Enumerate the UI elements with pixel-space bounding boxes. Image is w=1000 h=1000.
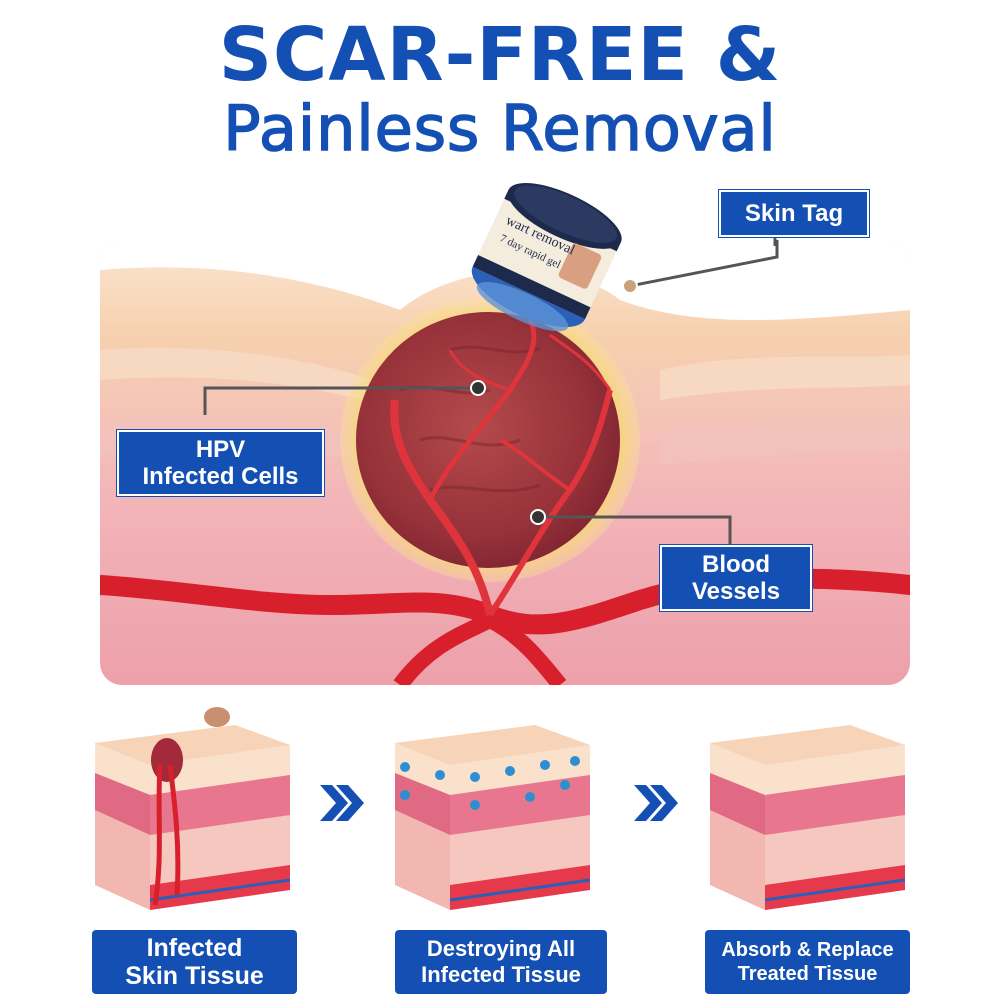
skin-tag-text: Skin Tag <box>744 200 844 227</box>
infected-skin-cube <box>95 707 291 910</box>
product-jar-image: wart removal 7 day rapid gel <box>466 172 628 337</box>
step-3-line-1: Absorb & Replace <box>721 939 894 961</box>
step-1-line-2: Skin Tissue <box>125 962 264 990</box>
step-absorb-replace-tissue: Absorb & Replace Treated Tissue <box>705 930 910 994</box>
hpv-line-1: HPV <box>195 436 246 463</box>
hpv-infected-cells-label: HPV Infected Cells <box>117 430 324 496</box>
double-chevron-right-icon <box>634 785 678 821</box>
step-infected-skin-tissue: Infected Skin Tissue <box>92 930 297 994</box>
destroying-tissue-cube <box>395 725 591 910</box>
step-1-line-1: Infected <box>146 934 243 962</box>
step-3-line-2: Treated Tissue <box>737 963 878 985</box>
step-2-line-1: Destroying All <box>426 936 576 961</box>
step-2-line-2: Infected Tissue <box>421 962 581 987</box>
blood-line-1: Blood <box>702 551 770 578</box>
double-chevron-right-icon <box>320 785 364 821</box>
hpv-line-2: Infected Cells <box>142 463 299 490</box>
headline-line-2: Painless Removal <box>223 91 777 166</box>
skin-tag-label: Skin Tag <box>719 190 869 237</box>
step-destroying-infected-tissue: Destroying All Infected Tissue <box>395 930 607 994</box>
blood-line-2: Vessels <box>691 578 781 605</box>
skin-cross-section-illustration <box>100 240 910 685</box>
treated-tissue-cube <box>710 725 906 910</box>
blood-vessels-label: Blood Vessels <box>660 545 812 611</box>
headline-line-1: SCAR-FREE & <box>218 12 782 98</box>
